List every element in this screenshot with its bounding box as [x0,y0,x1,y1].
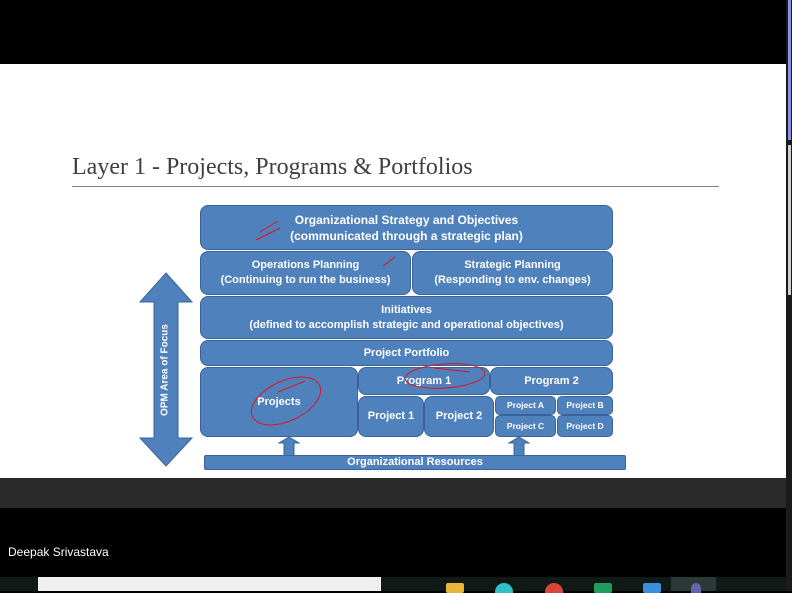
participant-tile [0,508,786,577]
taskbar-search-input[interactable] [38,577,381,591]
edge-icon[interactable] [495,583,513,593]
project-a-box: Project A [495,396,556,415]
up-arrow-icon [278,436,300,456]
meeting-control-bar [0,478,786,508]
program-1-box: Program 1 [358,367,490,395]
up-arrow-icon [508,436,530,456]
project-2-box: Project 2 [424,396,494,437]
chrome-icon[interactable] [545,583,563,593]
project-c-box: Project C [495,415,556,437]
mail-icon[interactable] [643,583,661,593]
teams-icon[interactable] [691,583,701,593]
project-1-box: Project 1 [358,396,424,437]
title-underline [72,186,719,187]
initiatives-subtitle: (defined to accomplish strategic and ope… [249,318,564,331]
top-black-bar [0,0,786,64]
operations-planning-box: Operations Planning (Continuing to run t… [200,251,411,295]
strategic-planning-box: Strategic Planning (Responding to env. c… [412,251,613,295]
strategy-subtitle: (communicated through a strategic plan) [290,228,523,243]
slide-title: Layer 1 - Projects, Programs & Portfolio… [72,154,473,180]
strategic-title: Strategic Planning [464,259,561,271]
file-explorer-icon[interactable] [446,583,464,593]
organizational-resources-bar: Organizational Resources [204,455,626,470]
operations-subtitle: (Continuing to run the business) [220,274,391,286]
operations-title: Operations Planning [251,259,360,271]
project-portfolio-box: Project Portfolio [200,340,613,366]
projects-box: Projects [200,367,358,437]
opm-area-label: OPM Area of Focus [159,324,171,416]
right-panel-strip [786,0,792,591]
excel-icon[interactable] [594,583,612,593]
project-b-box: Project B [557,396,613,415]
initiatives-box: Initiatives (defined to accomplish strat… [200,296,613,339]
strategy-title: Organizational Strategy and Objectives [294,212,519,227]
strategic-subtitle: (Responding to env. changes) [434,274,591,286]
project-d-box: Project D [557,415,613,437]
double-arrow-icon [138,272,194,467]
participant-name: Deepak Srivastava [8,545,109,559]
initiatives-title: Initiatives [381,303,432,316]
program-2-box: Program 2 [490,367,613,395]
strategy-box: Organizational Strategy and Objectives (… [200,205,613,250]
